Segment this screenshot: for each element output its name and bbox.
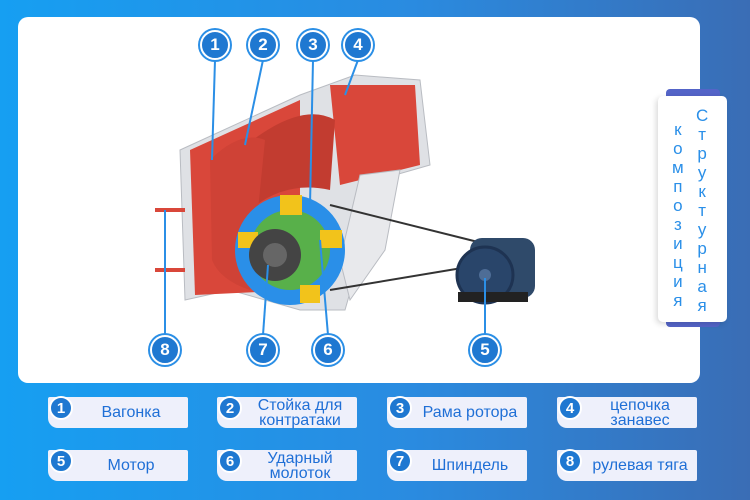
marker-lines	[164, 59, 486, 336]
title-letter: р	[697, 239, 707, 258]
marker-2: 2	[248, 30, 278, 60]
title-letter: р	[697, 144, 707, 163]
legend-number-2: 2	[218, 396, 242, 420]
title-letter: к	[674, 120, 682, 139]
title-letter: и	[673, 272, 683, 291]
title-letter: и	[673, 234, 683, 253]
title-letter: т	[698, 125, 707, 144]
title-letter: С	[696, 106, 709, 125]
title-letter: о	[673, 196, 683, 215]
legend-label: Рама ротора	[422, 404, 518, 421]
legend-label: Шпиндель	[431, 457, 509, 474]
title-letter: з	[673, 215, 682, 234]
legend-number-4: 4	[558, 396, 582, 420]
steering-rod	[155, 208, 185, 272]
title-letter: у	[697, 163, 707, 182]
legend-number-8: 8	[558, 449, 582, 473]
title-letter: ц	[672, 253, 683, 272]
title-letter: м	[672, 158, 684, 177]
legend-number-7: 7	[388, 449, 412, 473]
legend-label: Стойка для контратаки	[257, 396, 343, 429]
legend-number-3: 3	[388, 396, 412, 420]
motor	[455, 238, 535, 305]
rotor	[235, 195, 345, 305]
title-letter: я	[697, 296, 707, 315]
belt	[329, 204, 491, 291]
legend-number-1: 1	[49, 396, 73, 420]
marker-3: 3	[298, 30, 328, 60]
marker-6: 6	[313, 335, 343, 365]
legend-number-5: 5	[49, 449, 73, 473]
title-letter: т	[698, 201, 707, 220]
legend-label: рулевая тяга	[592, 457, 688, 474]
legend-label: Вагонка	[101, 404, 161, 421]
marker-5: 5	[470, 335, 500, 365]
legend-label: цепочка занавес	[610, 396, 670, 429]
legend-number-6: 6	[218, 449, 242, 473]
title-letter: о	[673, 139, 683, 158]
title-letter: к	[698, 182, 706, 201]
marker-8: 8	[150, 335, 180, 365]
title-letter: у	[697, 220, 707, 239]
marker-4: 4	[343, 30, 373, 60]
title-letter: н	[697, 258, 707, 277]
legend-item-2: Стойка для контратаки	[217, 397, 357, 428]
marker-7: 7	[248, 335, 278, 365]
legend-label: Мотор	[107, 457, 155, 474]
title-letter: а	[697, 277, 707, 296]
title-letter: п	[673, 177, 683, 196]
marker-1: 1	[200, 30, 230, 60]
legend-label: Ударный молоток	[267, 449, 333, 482]
title-letter: я	[673, 291, 683, 310]
legend-item-1: Вагонка	[48, 397, 188, 428]
